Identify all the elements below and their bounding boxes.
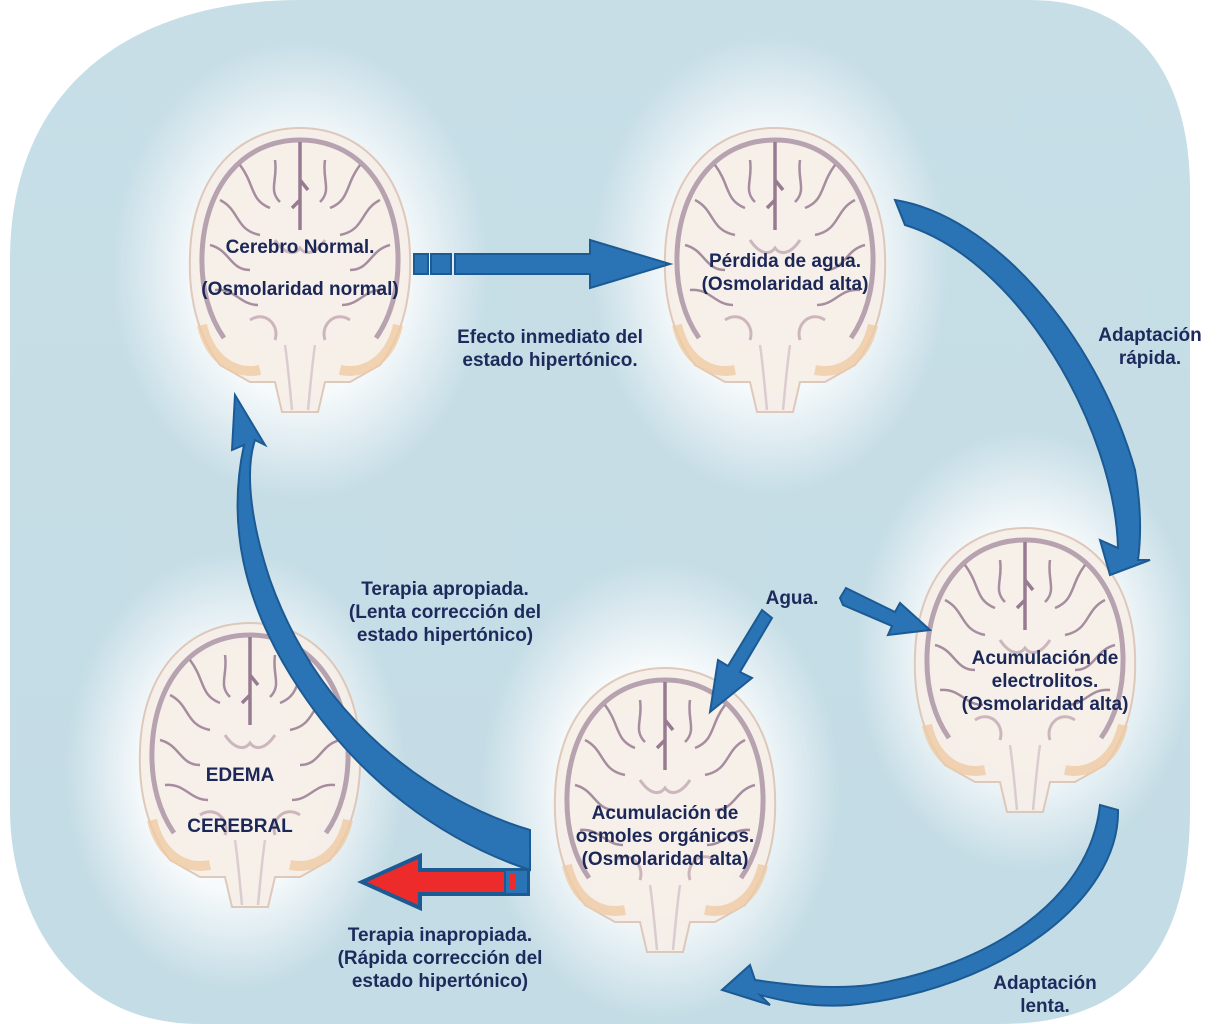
- label-immediate-effect-line: estado hipertónico.: [462, 350, 638, 371]
- slow-adaptation-arrow-icon: [720, 803, 1120, 1007]
- label-rapid-adaptation-line: Adaptación: [1098, 325, 1202, 346]
- node-organic-osmoles-line: (Osmolaridad alta): [581, 849, 749, 870]
- label-appropriate-therapy-line: (Lenta corrección del: [348, 602, 542, 623]
- node-water-loss-line: (Osmolaridad alta): [701, 274, 869, 295]
- label-inappropriate-therapy-line: Terapia inapropiada.: [347, 925, 533, 946]
- label-inappropriate-therapy-line: (Rápida corrección del: [337, 948, 543, 969]
- label-inappropriate-therapy: Terapia inapropiada. (Rápida corrección …: [295, 924, 585, 993]
- label-slow-adaptation: Adaptación lenta.: [965, 972, 1125, 1018]
- label-inappropriate-therapy-line: estado hipertónico): [351, 971, 529, 992]
- node-water-loss: Pérdida de agua. (Osmolaridad alta): [660, 250, 910, 296]
- node-organic-osmoles-line: osmoles orgánicos.: [575, 826, 755, 847]
- node-electrolytes-line: (Osmolaridad alta): [961, 694, 1129, 715]
- node-organic-osmoles: Acumulación de osmoles orgánicos. (Osmol…: [540, 802, 790, 871]
- node-normal: Cerebro Normal. (Osmolaridad normal): [180, 236, 420, 301]
- node-edema-line: CEREBRAL: [187, 816, 293, 837]
- label-appropriate-therapy-line: Terapia apropiada.: [361, 579, 529, 600]
- rapid-adaptation-arrow-icon: [893, 198, 1151, 577]
- immediate-effect-arrow-icon: [413, 238, 674, 290]
- node-electrolytes-line: electrolitos.: [991, 671, 1099, 692]
- node-normal-subtitle: (Osmolaridad normal): [201, 279, 399, 300]
- label-appropriate-therapy-line: estado hipertónico): [356, 625, 534, 646]
- label-slow-adaptation-line: Adaptación: [993, 973, 1097, 994]
- water-arrow-electrolytes-icon: [838, 586, 933, 637]
- label-water: Agua.: [752, 587, 832, 610]
- label-immediate-effect: Efecto inmediato del estado hipertónico.: [420, 326, 680, 372]
- label-immediate-effect-line: Efecto inmediato del: [457, 327, 643, 348]
- node-organic-osmoles-line: Acumulación de: [591, 803, 739, 824]
- label-rapid-adaptation: Adaptación rápida.: [1070, 324, 1218, 370]
- node-electrolytes: Acumulación de electrolitos. (Osmolarida…: [920, 647, 1170, 716]
- appropriate-therapy-arrow-icon: [230, 391, 531, 872]
- node-edema: EDEMA CEREBRAL: [160, 764, 320, 838]
- inappropriate-therapy-arrow-icon: [357, 852, 530, 912]
- label-rapid-adaptation-line: rápida.: [1118, 348, 1182, 369]
- node-normal-title: Cerebro Normal.: [225, 237, 375, 258]
- water-arrow-organic-icon: [708, 608, 774, 715]
- label-appropriate-therapy: Terapia apropiada. (Lenta corrección del…: [305, 578, 585, 647]
- label-slow-adaptation-line: lenta.: [1020, 996, 1070, 1017]
- node-electrolytes-line: Acumulación de: [971, 648, 1119, 669]
- node-water-loss-line: Pérdida de agua.: [708, 251, 862, 272]
- label-water-text: Agua.: [765, 588, 819, 609]
- node-edema-line: EDEMA: [205, 765, 275, 786]
